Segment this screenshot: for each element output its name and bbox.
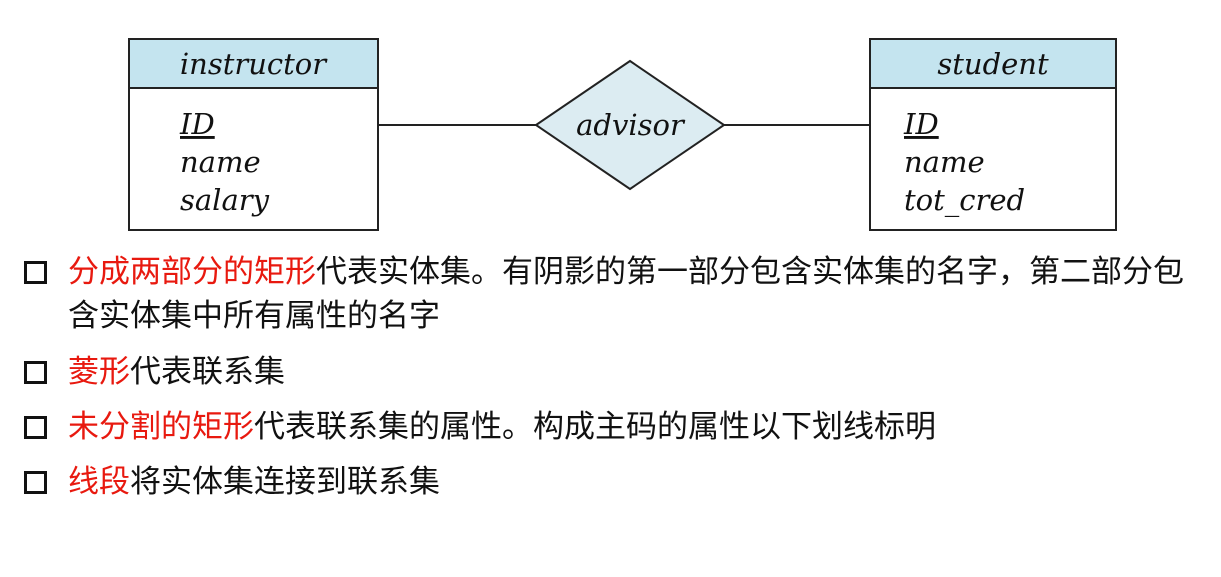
notation-bullet-list: 分成两部分的矩形代表实体集。有阴影的第一部分包含实体集的名字，第二部分包含实体集… — [24, 250, 1214, 515]
bullet-highlight: 菱形 — [68, 354, 130, 390]
square-bullet-icon — [24, 471, 47, 494]
bullet-text: 代表实体集。有阴影的第一部分包含实体集的名字，第二部分包含实体集中所有属性的名字 — [68, 254, 1184, 334]
entity-instructor-attr-id: ID — [179, 107, 215, 141]
entity-student-attr-name: name — [904, 145, 985, 179]
entity-instructor-body — [128, 87, 379, 231]
er-diagram: instructor ID name salary advisor studen… — [128, 38, 1117, 231]
entity-instructor-attr-name: name — [180, 145, 261, 179]
relationship-diamond — [534, 59, 726, 191]
relationship-advisor-label: advisor — [576, 108, 686, 142]
entity-instructor-header — [128, 38, 379, 89]
entity-student-body — [869, 87, 1117, 231]
entity-instructor-attr-salary: salary — [180, 183, 270, 217]
entity-student-title: student — [937, 47, 1049, 81]
bullet-highlight: 线段 — [68, 464, 130, 500]
entity-instructor-title: instructor — [180, 47, 328, 81]
square-bullet-icon — [24, 416, 47, 439]
bullet-item-entity-rectangle: 分成两部分的矩形代表实体集。有阴影的第一部分包含实体集的名字，第二部分包含实体集… — [24, 250, 1214, 338]
bullet-text: 代表联系集的属性。构成主码的属性以下划线标明 — [254, 409, 936, 445]
bullet-item-line-segment: 线段将实体集连接到联系集 — [24, 460, 1214, 504]
bullet-highlight: 未分割的矩形 — [68, 409, 254, 445]
entity-student-attr-tot-cred: tot_cred — [904, 183, 1025, 218]
relationship-advisor: advisor — [534, 59, 726, 191]
bullet-item-undivided-rectangle: 未分割的矩形代表联系集的属性。构成主码的属性以下划线标明 — [24, 405, 1214, 449]
bullet-item-diamond: 菱形代表联系集 — [24, 350, 1214, 394]
entity-student: student ID name tot_cred — [869, 38, 1117, 231]
square-bullet-icon — [24, 261, 47, 284]
bullet-highlight: 分成两部分的矩形 — [68, 254, 316, 290]
bullet-text: 代表联系集 — [130, 354, 285, 390]
entity-student-attr-id: ID — [903, 107, 939, 141]
bullet-text: 将实体集连接到联系集 — [130, 464, 440, 500]
square-bullet-icon — [24, 361, 47, 384]
entity-instructor: instructor ID name salary — [128, 38, 379, 231]
